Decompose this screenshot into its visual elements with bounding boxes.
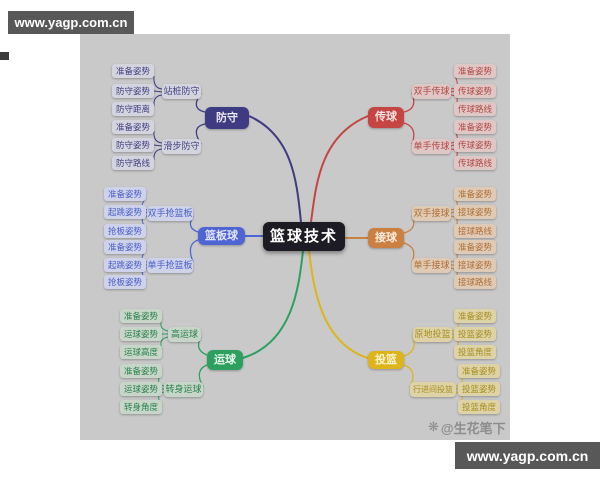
leaf-node[interactable]: 准备姿势: [104, 240, 146, 254]
subnode-one-hand-pass[interactable]: 单手传球: [412, 139, 451, 154]
leaf-node[interactable]: 传球路线: [454, 156, 496, 170]
subnode-two-hand-rebound[interactable]: 双手抢篮板: [147, 206, 193, 221]
leaf-node[interactable]: 接球路线: [454, 224, 496, 238]
subnode-stationary-shot[interactable]: 原地投篮: [413, 327, 452, 342]
leaf-node[interactable]: 抢板姿势: [104, 224, 146, 238]
leaf-node[interactable]: 准备姿势: [454, 309, 496, 323]
leaf-node[interactable]: 准备姿势: [454, 120, 496, 134]
leaf-node[interactable]: 传球路线: [454, 102, 496, 116]
leaf-node[interactable]: 防守姿势: [112, 138, 154, 152]
leaf-node[interactable]: 投篮角度: [454, 345, 496, 359]
subnode-moving-shot[interactable]: 行进间投篮: [410, 382, 456, 397]
leaf-node[interactable]: 传球姿势: [454, 138, 496, 152]
leaf-node[interactable]: 投篮姿势: [454, 327, 496, 341]
subnode-two-hand-catch[interactable]: 双手接球: [412, 206, 451, 221]
leaf-node[interactable]: 投篮姿势: [458, 382, 500, 396]
branch-node-pass[interactable]: 传球: [368, 107, 404, 128]
leaf-node[interactable]: 运球高度: [120, 345, 162, 359]
leaf-node[interactable]: 准备姿势: [112, 64, 154, 78]
leaf-node[interactable]: 运球姿势: [120, 327, 162, 341]
branch-node-catch[interactable]: 接球: [368, 228, 404, 248]
leaf-node[interactable]: 准备姿势: [458, 364, 500, 378]
branch-node-shoot[interactable]: 投篮: [368, 351, 404, 369]
subnode-slide-defense[interactable]: 滑步防守: [162, 139, 201, 154]
leaf-node[interactable]: 准备姿势: [112, 120, 154, 134]
center-topic-node[interactable]: 篮球技术: [263, 222, 345, 251]
leaf-node[interactable]: 准备姿势: [454, 64, 496, 78]
leaf-node[interactable]: 准备姿势: [454, 187, 496, 201]
leaf-node[interactable]: 抢板姿势: [104, 275, 146, 289]
leaf-node[interactable]: 运球姿势: [120, 382, 162, 396]
leaf-node[interactable]: 投篮角度: [458, 400, 500, 414]
subnode-high-dribble[interactable]: 高运球: [168, 327, 201, 342]
leaf-node[interactable]: 防守距离: [112, 102, 154, 116]
subnode-one-hand-rebound[interactable]: 单手抢篮板: [147, 258, 193, 273]
branch-node-defense[interactable]: 防守: [205, 107, 249, 129]
watermark-site-top: www.yagp.com.cn: [8, 11, 134, 34]
corner-mark: [0, 52, 9, 60]
leaf-node[interactable]: 防守姿势: [112, 84, 154, 98]
leaf-node[interactable]: 准备姿势: [104, 187, 146, 201]
subnode-standing-defense[interactable]: 站桩防守: [162, 84, 201, 99]
watermark-site-bottom: www.yagp.com.cn: [455, 442, 600, 469]
subnode-two-hand-pass[interactable]: 双手传球: [412, 84, 451, 99]
leaf-node[interactable]: 起跳姿势: [104, 205, 146, 219]
credit-text: @生花笔下: [440, 420, 506, 436]
leaf-node[interactable]: 接球姿势: [454, 258, 496, 272]
leaf-node[interactable]: 接球路线: [454, 275, 496, 289]
credit-watermark: ❋@生花笔下: [428, 418, 506, 436]
branch-node-rebound[interactable]: 篮板球: [198, 227, 245, 245]
leaf-node[interactable]: 准备姿势: [120, 309, 162, 323]
leaf-node[interactable]: 转身角度: [120, 400, 162, 414]
leaf-node[interactable]: 起跳姿势: [104, 258, 146, 272]
branch-node-dribble[interactable]: 运球: [207, 350, 243, 370]
subnode-spin-dribble[interactable]: 转身运球: [164, 382, 203, 397]
leaf-node[interactable]: 防守路线: [112, 156, 154, 170]
leaf-node[interactable]: 准备姿势: [454, 240, 496, 254]
leaf-node[interactable]: 准备姿势: [120, 364, 162, 378]
leaf-node[interactable]: 传球姿势: [454, 84, 496, 98]
leaf-node[interactable]: 接球姿势: [454, 205, 496, 219]
clover-icon: ❋: [428, 419, 439, 434]
subnode-one-hand-catch[interactable]: 单手接球: [412, 258, 451, 273]
